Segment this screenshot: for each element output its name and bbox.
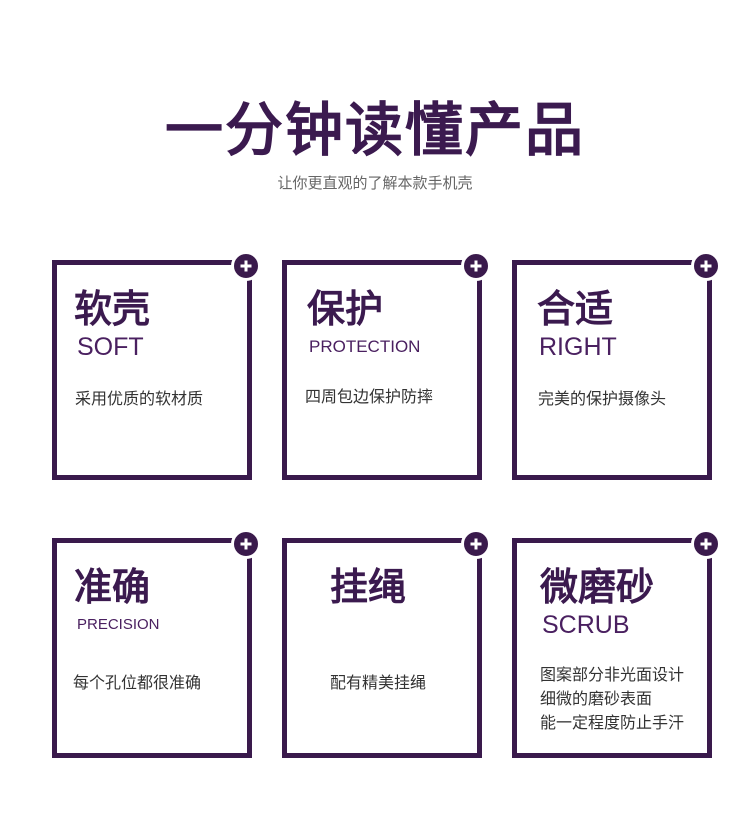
feature-card-precision: 准确 PRECISION 每个孔位都很准确 — [52, 529, 261, 758]
feature-description: 四周包边保护防摔 — [305, 387, 434, 406]
feature-title-cn: 挂绳 — [330, 565, 407, 609]
feature-title-cn: 微磨砂 — [540, 565, 655, 609]
feature-card-soft: 软壳 SOFT 采用优质的软材质 — [52, 251, 261, 480]
plus-circle-icon — [231, 251, 261, 281]
feature-title-en: SOFT — [77, 333, 144, 361]
feature-card-right: 合适 RIGHT 完美的保护摄像头 — [512, 251, 721, 480]
feature-title-en: SCRUB — [542, 611, 630, 639]
feature-title-en: RIGHT — [539, 333, 617, 361]
feature-description-line-2: 细微的磨砂表面 — [540, 689, 653, 708]
feature-description-line-3: 能一定程度防止手汗 — [540, 713, 685, 732]
feature-title-cn: 软壳 — [74, 287, 151, 331]
plus-circle-icon — [461, 529, 491, 559]
feature-description: 配有精美挂绳 — [330, 673, 427, 692]
feature-title-cn: 准确 — [74, 565, 151, 609]
feature-description: 完美的保护摄像头 — [538, 389, 667, 408]
page-title: 一分钟读懂产品 — [164, 96, 585, 164]
plus-circle-icon — [691, 529, 721, 559]
page-subtitle: 让你更直观的了解本款手机壳 — [277, 174, 473, 192]
feature-title-cn: 合适 — [537, 287, 614, 331]
feature-description-line-1: 图案部分非光面设计 — [540, 665, 685, 684]
feature-card-protection: 保护 PROTECTION 四周包边保护防摔 — [282, 251, 491, 480]
feature-card-scrub: 微磨砂 SCRUB 图案部分非光面设计 细微的磨砂表面 能一定程度防止手汗 — [512, 529, 721, 758]
feature-card-lanyard: 挂绳 配有精美挂绳 — [282, 529, 491, 758]
feature-title-cn: 保护 — [307, 287, 384, 331]
plus-circle-icon — [231, 529, 261, 559]
feature-title-en: PRECISION — [77, 616, 160, 633]
plus-circle-icon — [461, 251, 491, 281]
feature-title-en: PROTECTION — [309, 337, 421, 356]
plus-circle-icon — [691, 251, 721, 281]
feature-description: 每个孔位都很准确 — [73, 673, 202, 692]
feature-description: 采用优质的软材质 — [75, 389, 204, 408]
